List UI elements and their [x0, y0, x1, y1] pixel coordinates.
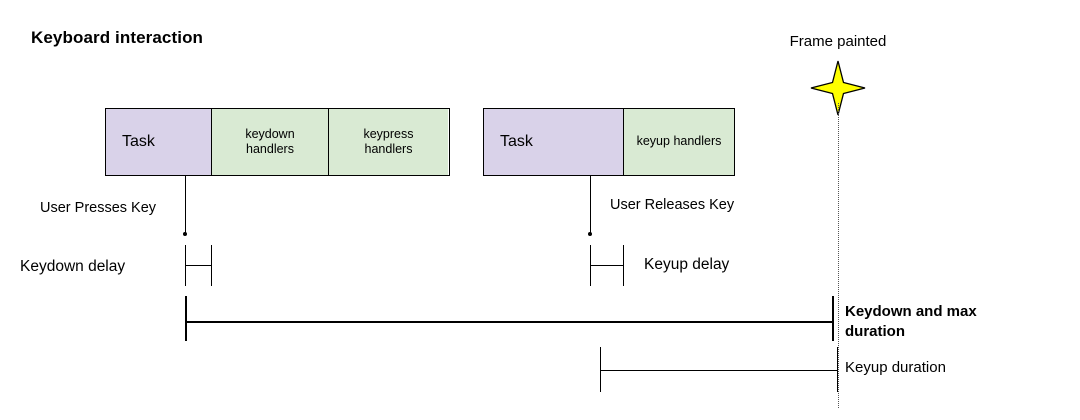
segment-task: Task	[484, 109, 623, 175]
segment-keydown-handlers: keydown handlers	[211, 109, 328, 175]
keyup-delay-span	[590, 265, 624, 266]
user-presses-key-pointer-dot	[183, 232, 187, 236]
frame-painted-guideline	[838, 103, 839, 408]
keyup-duration-tick-start	[600, 347, 601, 392]
segment-keypress-handlers: keypress handlers	[328, 109, 448, 175]
keyup-delay-label: Keyup delay	[644, 256, 730, 273]
keydown-delay-label: Keydown delay	[20, 258, 126, 275]
keydown-duration-tick-end	[832, 296, 834, 341]
keydown-delay-span	[185, 265, 212, 266]
user-releases-key-label: User Releases Key	[610, 197, 735, 213]
user-presses-key-label: User Presses Key	[40, 200, 157, 216]
user-releases-key-pointer-dot	[588, 232, 592, 236]
timeline-row-keydown: Task keydown handlers keypress handlers	[105, 108, 450, 176]
keydown-and-max-duration-label: Keydown and max duration	[845, 303, 977, 340]
frame-painted-label: Frame painted	[789, 33, 887, 50]
user-releases-key-pointer-line	[590, 176, 591, 235]
page-title: Keyboard interaction	[31, 28, 204, 47]
segment-keyup-handlers: keyup handlers	[623, 109, 734, 175]
timeline-row-keyup: Task keyup handlers	[483, 108, 735, 176]
segment-task: Task	[106, 109, 211, 175]
keydown-duration-tick-start	[185, 296, 187, 341]
keyup-duration-span	[600, 370, 838, 371]
keyup-duration-label: Keyup duration	[845, 359, 946, 376]
user-presses-key-pointer-line	[185, 176, 186, 235]
keydown-duration-span	[185, 321, 833, 323]
keyup-duration-tick-end	[837, 347, 838, 392]
